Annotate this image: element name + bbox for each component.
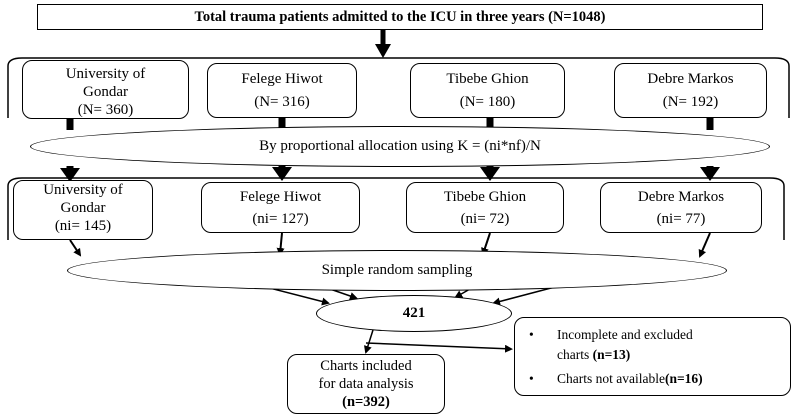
sample-name: Debre Markos [637, 189, 725, 205]
allocation-text: By proportional allocation using K = (ni… [259, 138, 541, 154]
hospital-count: (N= 316) [254, 94, 310, 110]
excluded-item-not-available: • Charts not available(n=16) [529, 369, 786, 389]
sample-name: Felege Hiwot [239, 189, 322, 205]
bullet-icon: • [529, 327, 534, 342]
hospital-count: (N= 360) [77, 102, 134, 118]
a1-arrowhead [60, 168, 80, 182]
hospital-count: (N= 180) [459, 94, 516, 110]
a3-arrowhead [480, 167, 500, 181]
sample-count: (ni= 127) [252, 211, 309, 227]
hospital-name: Felege Hiwot [241, 71, 323, 87]
bullet-icon: • [529, 371, 534, 386]
excluded-item1-text: Incomplete and excluded [557, 327, 693, 342]
hospital-box-debre-markos: Debre Markos (N= 192) [614, 63, 767, 118]
hospital-count: (N= 192) [662, 94, 719, 110]
excluded-charts-box: • Incomplete and excluded charts (n=13) … [514, 317, 791, 396]
sample-box-debre-markos: Debre Markos (ni= 77) [600, 182, 762, 233]
hospital-name-line2: Gondar [83, 84, 128, 100]
simple-random-sampling-ellipse: Simple random sampling [67, 250, 727, 291]
included-count: (n=392) [342, 394, 390, 410]
hospital-box-gondar: University of Gondar (N= 360) [22, 60, 189, 119]
a4-arrowhead [700, 167, 720, 181]
sample-name-line1: University of [43, 182, 123, 198]
s1-arrow [69, 239, 82, 257]
excluded-item2-text: Charts not available [557, 371, 665, 386]
sample-group-brace [7, 177, 785, 240]
excluded-item1-count: (n=13) [592, 347, 631, 362]
excluded-arrow [365, 342, 513, 353]
total-admitted-text: Total trauma patients admitted to the IC… [194, 9, 606, 25]
sample-count: (ni= 72) [460, 211, 510, 227]
hospital-box-tibebe-ghion: Tibebe Ghion (N= 180) [410, 63, 565, 118]
excluded-item2-count: (n=16) [664, 371, 703, 386]
hospital-box-felege-hiwot: Felege Hiwot (N= 316) [207, 63, 357, 118]
sample-count: (ni= 77) [656, 211, 706, 227]
sampled-total-text: 421 [402, 305, 426, 321]
sample-box-felege-hiwot: Felege Hiwot (ni= 127) [201, 182, 360, 233]
included-line2: for data analysis [318, 376, 414, 392]
title-arrowhead [375, 44, 391, 58]
sample-box-tibebe-ghion: Tibebe Ghion (ni= 72) [406, 182, 564, 233]
excluded-item1-text2: charts [557, 347, 593, 362]
excluded-item-incomplete: • Incomplete and excluded charts (n=13) [529, 325, 786, 365]
sample-box-gondar: University of Gondar (ni= 145) [13, 180, 153, 240]
sample-name: Tibebe Ghion [443, 189, 527, 205]
proportional-allocation-ellipse: By proportional allocation using K = (ni… [30, 126, 770, 167]
sample-name-line2: Gondar [60, 200, 106, 216]
included-charts-box: Charts included for data analysis (n=392… [287, 354, 445, 414]
random-sampling-text: Simple random sampling [321, 262, 473, 278]
included-arrow [364, 329, 374, 354]
hospital-group-brace [7, 57, 790, 118]
hospital-name: Tibebe Ghion [446, 71, 529, 87]
sampled-total-ellipse: 421 [316, 295, 512, 332]
total-admitted-box: Total trauma patients admitted to the IC… [37, 4, 763, 30]
a2-arrowhead [272, 167, 292, 181]
included-line1: Charts included [320, 358, 412, 374]
hospital-name-line1: University of [65, 66, 146, 82]
s4-arrow [698, 232, 711, 258]
hospital-name: Debre Markos [647, 71, 734, 87]
sample-count: (ni= 145) [54, 218, 112, 234]
